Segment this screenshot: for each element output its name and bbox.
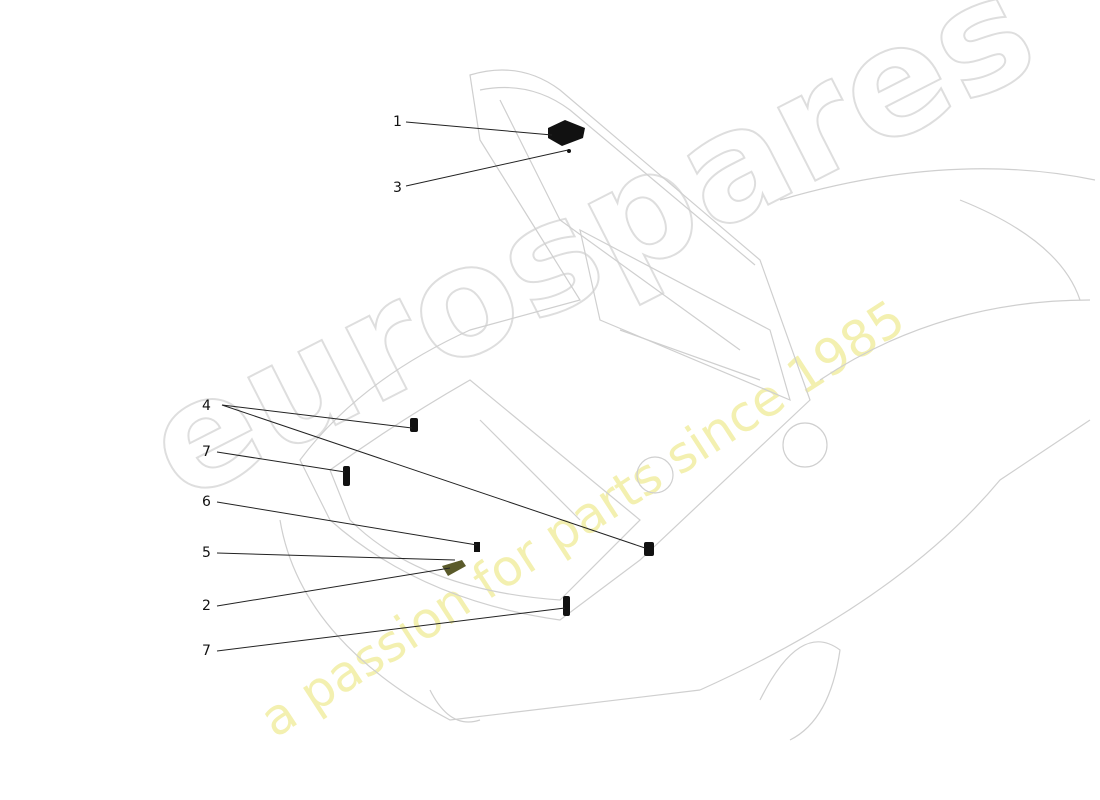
callout-6: 6 (202, 494, 211, 510)
part-7-stop-b (563, 596, 570, 616)
part-4-bumper-a (410, 418, 418, 432)
part-4-bumper-b (644, 542, 654, 556)
part-7-stop-a (343, 466, 350, 486)
callout-2: 2 (202, 598, 211, 614)
callout-7a: 7 (202, 444, 211, 460)
parts (343, 120, 654, 616)
callout-3: 3 (393, 180, 402, 196)
callout-4: 4 (202, 398, 211, 414)
car-body-outline (279, 69, 1096, 741)
leader-lines (216, 121, 646, 652)
part-2-5-striker (442, 560, 466, 576)
callout-7b: 7 (202, 643, 211, 659)
callout-1: 1 (393, 114, 402, 130)
part-1-latch (548, 120, 585, 146)
part-6-pin (474, 542, 480, 552)
callout-5: 5 (202, 545, 211, 561)
